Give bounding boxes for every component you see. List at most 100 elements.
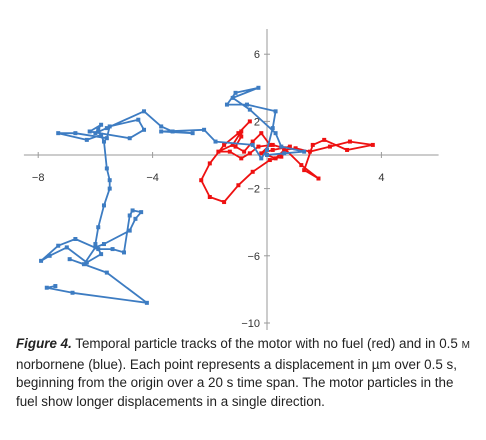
data-point (307, 149, 312, 154)
data-point (122, 250, 126, 255)
data-point (170, 129, 175, 134)
data-point (233, 90, 238, 95)
data-point (347, 139, 352, 144)
x-tick-label: 4 (378, 172, 384, 184)
data-point (73, 237, 78, 241)
data-point (142, 109, 147, 114)
data-point (316, 176, 321, 181)
data-point (93, 131, 98, 136)
data-point (270, 142, 275, 147)
data-point (322, 137, 327, 142)
data-point (144, 300, 149, 305)
y-tick-label: −6 (247, 251, 260, 263)
data-point (67, 257, 72, 262)
data-point (104, 126, 109, 131)
data-point (84, 137, 89, 142)
data-point (104, 136, 109, 141)
data-point (222, 142, 227, 147)
caption-text-part-2: norbornene (blue). Each point represents… (16, 356, 457, 409)
data-point (270, 126, 275, 131)
data-point (236, 131, 241, 136)
data-point (279, 154, 284, 159)
data-point (247, 107, 252, 112)
data-point (302, 168, 307, 173)
data-point (216, 149, 221, 154)
data-point (190, 131, 195, 136)
data-point (250, 142, 255, 147)
data-point (299, 163, 304, 168)
data-point (96, 127, 101, 132)
data-point (56, 131, 61, 136)
data-point (104, 166, 109, 171)
data-point (259, 151, 264, 156)
data-point (70, 290, 75, 295)
data-point (136, 117, 141, 122)
data-point (107, 178, 112, 183)
data-point (199, 178, 204, 183)
data-point (133, 216, 138, 221)
y-tick-label: −2 (247, 184, 260, 196)
data-point (127, 228, 132, 233)
series-no-fuel-red (199, 119, 375, 205)
data-point (127, 136, 132, 141)
y-tick-label: 2 (254, 116, 260, 128)
x-tick-label: −8 (32, 172, 45, 184)
data-point (107, 186, 112, 191)
data-point (101, 242, 106, 247)
data-point (213, 139, 218, 144)
data-point (207, 161, 212, 166)
y-tick-label: 6 (254, 49, 260, 61)
data-point (310, 142, 315, 147)
data-point (81, 262, 86, 267)
data-point (233, 144, 238, 149)
data-point (259, 131, 264, 136)
data-point (293, 146, 298, 151)
data-point (267, 158, 272, 163)
data-point (270, 147, 275, 152)
data-point (64, 245, 69, 250)
data-point (227, 149, 232, 154)
data-point (250, 169, 255, 174)
data-point (224, 102, 229, 107)
data-point (110, 247, 115, 252)
data-point (239, 134, 244, 139)
caption-molar-unit: M (461, 340, 470, 351)
data-point (282, 146, 287, 151)
data-point (159, 129, 164, 134)
data-point (130, 208, 135, 213)
data-point (101, 203, 106, 208)
series-norbornene-blue (39, 85, 307, 305)
data-point (56, 243, 61, 248)
data-point (107, 124, 112, 129)
data-point (99, 132, 104, 137)
data-point (244, 102, 249, 107)
data-point (230, 95, 235, 100)
data-point (345, 147, 350, 152)
series-layer (39, 85, 375, 305)
data-point (239, 156, 244, 161)
data-point (282, 151, 287, 156)
data-point (279, 144, 284, 149)
x-tick-label: −4 (146, 172, 159, 184)
data-point (101, 139, 106, 144)
data-point (265, 153, 269, 157)
data-point (236, 183, 241, 188)
data-point (273, 109, 278, 114)
data-point (87, 129, 92, 134)
data-point (273, 156, 278, 161)
data-point (207, 195, 212, 199)
data-point (222, 200, 227, 205)
data-point (96, 225, 101, 230)
data-point (39, 258, 44, 263)
data-point (96, 247, 101, 252)
data-point (159, 124, 164, 129)
data-point (250, 139, 255, 144)
data-point (259, 156, 264, 161)
data-point (256, 85, 261, 90)
data-point (256, 144, 261, 149)
data-point (93, 242, 98, 247)
data-point (93, 245, 98, 250)
data-point (44, 285, 49, 290)
